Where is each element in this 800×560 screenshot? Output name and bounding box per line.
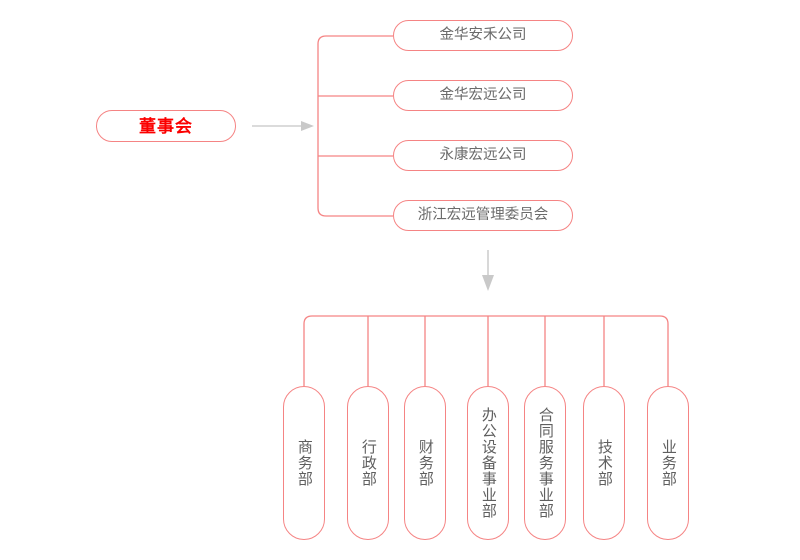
node-label: 行政部 <box>359 439 377 487</box>
node-label: 技术部 <box>595 439 613 487</box>
branch-to-departments-arrow <box>482 250 494 291</box>
node-department-4[interactable]: 办公设备事业部 <box>467 386 509 540</box>
node-department-7[interactable]: 业务部 <box>647 386 689 540</box>
node-department-1[interactable]: 商务部 <box>283 386 325 540</box>
root-to-branch-arrow <box>252 121 314 131</box>
node-label: 永康宏远公司 <box>439 147 527 164</box>
node-department-5[interactable]: 合同服务事业部 <box>524 386 566 540</box>
node-label: 金华宏远公司 <box>439 87 527 104</box>
node-subsidiary-4[interactable]: 浙江宏远管理委员会 <box>393 200 573 231</box>
node-label: 财务部 <box>416 439 434 487</box>
node-label: 商务部 <box>295 439 313 487</box>
node-label: 董事会 <box>139 116 193 136</box>
node-department-6[interactable]: 技术部 <box>583 386 625 540</box>
node-label: 金华安禾公司 <box>439 27 527 44</box>
level1-branch-bracket <box>317 35 393 217</box>
node-label: 合同服务事业部 <box>536 407 554 519</box>
node-subsidiary-1[interactable]: 金华安禾公司 <box>393 20 573 51</box>
level2-branch-bracket <box>303 315 669 386</box>
node-label: 浙江宏远管理委员会 <box>417 207 549 224</box>
node-department-3[interactable]: 财务部 <box>404 386 446 540</box>
node-subsidiary-2[interactable]: 金华宏远公司 <box>393 80 573 111</box>
node-subsidiary-3[interactable]: 永康宏远公司 <box>393 140 573 171</box>
node-board-of-directors[interactable]: 董事会 <box>96 110 236 142</box>
node-label: 办公设备事业部 <box>479 407 497 519</box>
node-label: 业务部 <box>659 439 677 487</box>
node-department-2[interactable]: 行政部 <box>347 386 389 540</box>
